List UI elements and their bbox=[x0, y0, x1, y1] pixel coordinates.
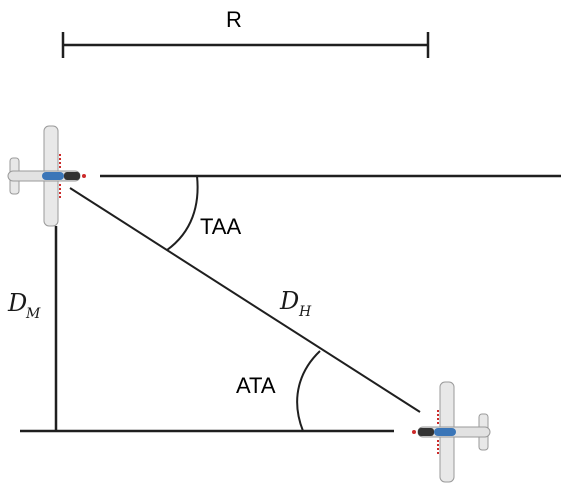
ata-label: ATA bbox=[236, 373, 276, 398]
line-of-sight bbox=[69, 187, 421, 413]
taa-arc bbox=[166, 175, 199, 251]
dh-subscript: H bbox=[298, 304, 312, 320]
range-label: R bbox=[226, 7, 242, 32]
aircraft-icon bbox=[7, 125, 86, 227]
taa-label: TAA bbox=[200, 214, 241, 239]
aircraft-icon bbox=[412, 381, 491, 483]
ata-arc bbox=[296, 350, 321, 432]
dh-main: D bbox=[279, 287, 299, 315]
dm-main: D bbox=[7, 289, 27, 317]
dm-subscript: M bbox=[25, 306, 41, 322]
dm-label: D M bbox=[7, 289, 41, 322]
range-dimension: R bbox=[61, 7, 430, 58]
dh-label: D H bbox=[279, 287, 312, 320]
